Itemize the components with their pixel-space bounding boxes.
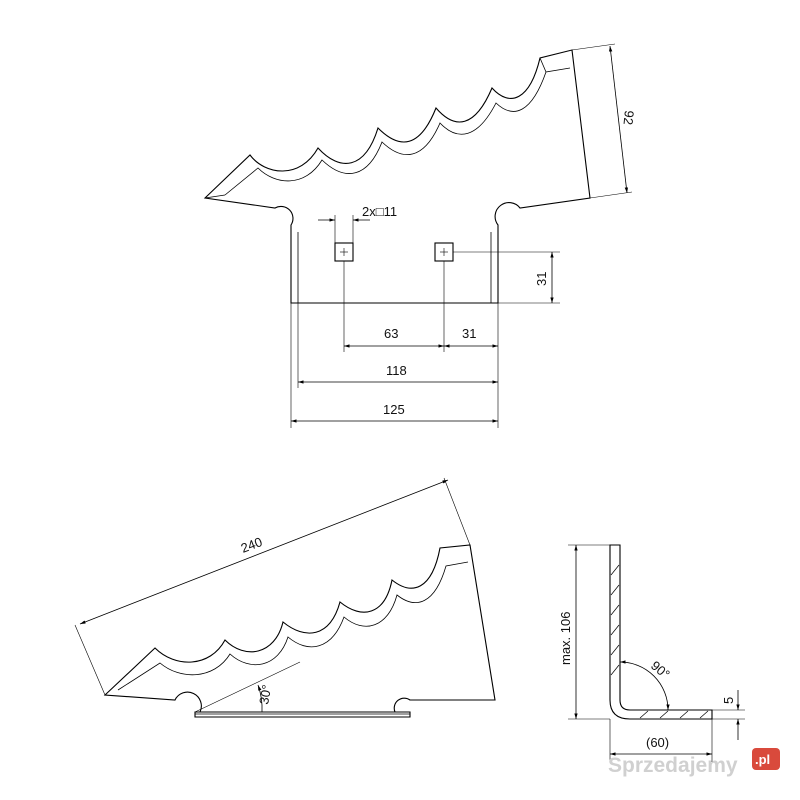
outer-width-label: 125 — [383, 402, 405, 417]
watermark-text: Sprzedajemy — [608, 754, 738, 777]
hole-to-edge-label: 31 — [462, 326, 476, 341]
watermark-badge — [752, 748, 780, 770]
top-blade-view: 2x□11 31 92 63 31 118 125 — [203, 43, 637, 428]
max-height-label: max. 106 — [558, 612, 573, 665]
hole-offset-vertical-label: 31 — [534, 272, 549, 286]
blade-angle-label: 30° — [256, 684, 274, 706]
profile-angle-label: 90° — [648, 658, 673, 682]
hole-spacing-label: 63 — [384, 326, 398, 341]
thickness-label: 5 — [721, 697, 736, 704]
flange-width-label: (60) — [646, 735, 669, 750]
watermark: Sprzedajemy .pl — [608, 748, 780, 777]
profile-outline — [609, 544, 713, 720]
watermark-suffix: .pl — [755, 752, 770, 767]
top-blade-outline — [203, 49, 591, 304]
top-blade-bevel — [224, 67, 571, 196]
side-blade-outline — [103, 544, 496, 713]
side-blade-bevel — [117, 561, 469, 691]
profile-hatching — [610, 564, 709, 719]
holes-dimension-label: 2x□11 — [362, 204, 397, 219]
profile-view: max. 106 90° 5 (60) — [558, 544, 745, 762]
inner-width-label: 118 — [386, 363, 407, 378]
side-blade-view: 240 30° — [74, 477, 496, 718]
length-dimension-label: 240 — [239, 534, 265, 556]
height-dimension-label: 92 — [621, 110, 637, 126]
